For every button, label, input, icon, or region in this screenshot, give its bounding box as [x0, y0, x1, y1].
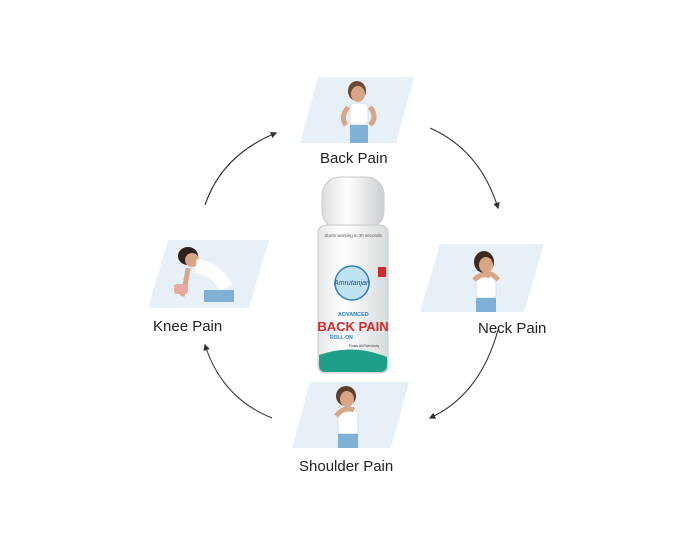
bottle-line1: ADVANCED	[338, 312, 369, 318]
bottle-line2: BACK PAIN	[317, 319, 388, 334]
back-pain-label: Back Pain	[320, 150, 388, 167]
bottle-claim: Flows all Pain body	[349, 344, 379, 348]
brand-badge	[334, 265, 370, 301]
roll-on-bottle: Starts working in 30 seconds Amrutanjan …	[317, 176, 389, 374]
bottle-wave	[319, 349, 387, 372]
arrow-knee-to-back	[204, 131, 278, 206]
bottle-cap	[321, 176, 385, 230]
bottle-badge-icon	[378, 267, 386, 277]
arrow-shoulder-to-knee	[203, 343, 273, 419]
person-back-pain	[340, 81, 377, 143]
knee-pain-label: Knee Pain	[153, 318, 223, 335]
knee-pain-image	[148, 240, 269, 308]
person-shoulder-pain	[334, 386, 359, 448]
shoulder-pain-label: Shoulder Pain	[299, 458, 394, 475]
person-knee-pain	[174, 247, 234, 302]
back-pain-image	[300, 77, 414, 143]
brand-text: Amrutanjan	[333, 280, 370, 287]
arrow-neck-to-shoulder	[428, 329, 499, 419]
person-neck-pain	[472, 251, 500, 312]
neck-pain-image	[420, 244, 544, 312]
neck-pain-label: Neck Pain	[478, 320, 547, 337]
arrow-back-to-neck	[429, 127, 500, 210]
bottle-body: Starts working in 30 seconds Amrutanjan …	[317, 224, 389, 374]
bottle-line3: ROLL-ON	[330, 335, 353, 341]
shoulder-pain-image	[292, 382, 409, 448]
bottle-band-text: Starts working in 30 seconds	[324, 233, 382, 238]
